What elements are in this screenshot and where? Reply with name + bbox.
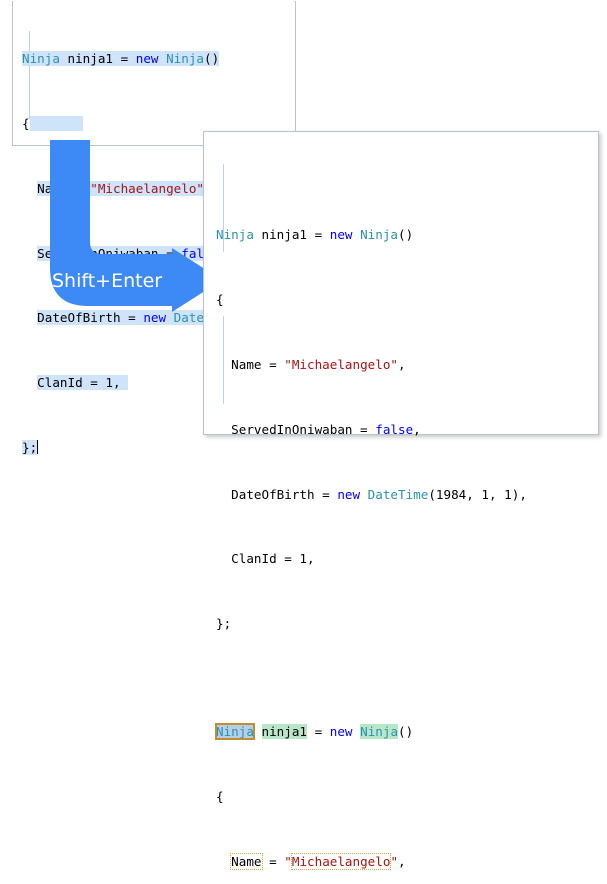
result-code-editor-inner: Ninja ninja1 = new Ninja() { Name = "Mic… [204, 132, 598, 870]
result-code-editor[interactable]: Ninja ninja1 = new Ninja() { Name = "Mic… [203, 131, 599, 870]
code-line-6: ClanId = 1, [37, 375, 129, 391]
indent-guide-original [223, 164, 224, 252]
result-code-text: Ninja ninja1 = new Ninja() { Name = "Mic… [215, 138, 527, 884]
snippet-field-variable[interactable]: ninja1 [261, 724, 308, 740]
result-line-3: Name = "Michaelangelo", [216, 356, 406, 372]
indent-guide-duplicate [223, 316, 224, 404]
result-line-4: ServedInOniwaban = false, [216, 421, 421, 437]
code-line-1: Ninja ninja1 = new Ninja() [22, 51, 220, 67]
indent-guide [29, 31, 30, 119]
result-line-6: ClanId = 1, [216, 551, 315, 567]
result-line-8: Ninja ninja1 = new Ninja() [215, 723, 414, 741]
result-line-9: { [216, 788, 224, 804]
active-snippet-field[interactable]: Ninja [215, 723, 255, 741]
result-line-1: Ninja ninja1 = new Ninja() [216, 227, 414, 243]
snippet-field-name-prop[interactable]: Name [230, 852, 263, 870]
result-line-10: Name = "Michaelangelo", [230, 852, 406, 870]
code-line-2: { [22, 113, 333, 135]
snippet-field-name-value[interactable]: Michaelangelo [290, 852, 392, 870]
source-code-editor-inner: Ninja ninja1 = new Ninja() { Name = "Mic… [13, 1, 333, 455]
result-line-5: DateOfBirth = new DateTime(1984, 1, 1), [216, 486, 527, 502]
snippet-field-ctor[interactable]: Ninja [360, 724, 399, 740]
source-code-editor[interactable]: Ninja ninja1 = new Ninja() { Name = "Mic… [12, 1, 333, 455]
arrow-label: Shift+Enter [52, 270, 163, 292]
result-line-2: { [216, 292, 224, 308]
result-line-7: }; [216, 616, 232, 632]
